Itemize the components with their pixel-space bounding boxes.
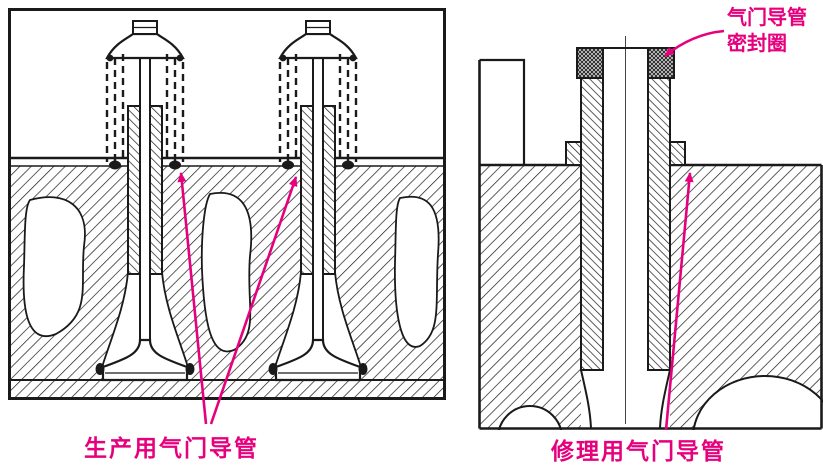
repair-valve-guide [565,36,686,429]
head-casting-hatched [478,58,823,430]
left-diagram-cylinder-head-section [8,8,446,400]
head-casting-hatched [11,156,443,397]
valve-guide-seal-ring [576,47,675,79]
production-guide-label: 生产用气门导管 [84,435,259,461]
seal-ring-label-line2: 密封圈 [727,33,787,55]
repair-guide-label: 修理用气门导管 [551,438,726,464]
seal-ring-label-line1: 气门导管 [727,7,807,29]
seal-ring-label: 气门导管 密封圈 [727,5,807,57]
right-diagram-repair-guide-section [478,30,823,430]
